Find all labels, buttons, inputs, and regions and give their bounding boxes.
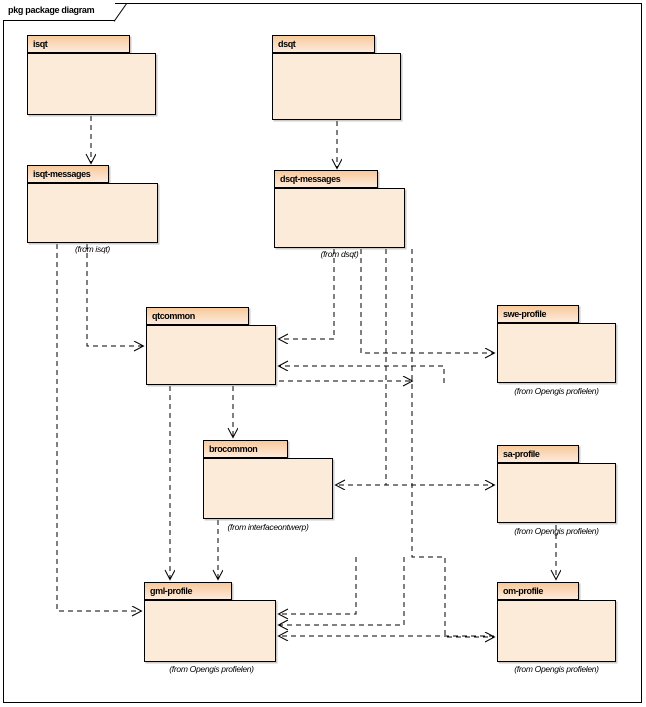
package-tab-isqt-messages[interactable]: isqt-messages: [27, 165, 109, 183]
package-tab-om-profile[interactable]: om-profile: [497, 582, 579, 600]
package-label-sa-profile: sa-profile: [503, 449, 540, 459]
package-body-om-profile[interactable]: [497, 600, 616, 662]
package-body-isqt[interactable]: [27, 53, 156, 115]
package-from-swe-profile: (from Opengis profielen): [514, 386, 599, 396]
package-body-qtcommon[interactable]: [146, 325, 276, 385]
package-label-qtcommon: qtcommon: [152, 311, 195, 321]
package-tab-qtcommon[interactable]: qtcommon: [146, 307, 249, 325]
package-from-sa-profile: (from Opengis profielen): [514, 526, 599, 536]
package-label-swe-profile: swe-profile: [503, 309, 547, 319]
tab-slant-icon: [114, 3, 128, 22]
diagram-frame-tab-slant: [114, 3, 128, 22]
package-label-om-profile: om-profile: [503, 586, 543, 596]
package-from-om-profile: (from Opengis profielen): [514, 664, 599, 674]
package-tab-dsqt[interactable]: dsqt: [272, 35, 375, 53]
diagram-frame-tab: [3, 3, 115, 21]
package-from-dsqt-messages: (from dsqt): [320, 249, 359, 259]
package-label-gml-profile: gml-profile: [150, 586, 193, 596]
package-label-isqt: isqt: [33, 39, 48, 49]
package-label-dsqt-messages: dsqt-messages: [280, 174, 341, 184]
package-body-brocommon[interactable]: [203, 458, 333, 519]
package-from-brocommon: (from interfaceontwerp): [227, 522, 309, 532]
package-body-swe-profile[interactable]: [497, 323, 616, 383]
package-tab-sa-profile[interactable]: sa-profile: [497, 445, 579, 463]
package-tab-gml-profile[interactable]: gml-profile: [144, 582, 232, 600]
diagram-title: pkg package diagram: [8, 5, 95, 15]
package-body-dsqt-messages[interactable]: [274, 188, 405, 248]
package-tab-isqt[interactable]: isqt: [27, 35, 130, 53]
package-label-dsqt: dsqt: [278, 39, 296, 49]
package-label-isqt-messages: isqt-messages: [33, 169, 91, 179]
package-body-isqt-messages[interactable]: [27, 183, 158, 243]
package-from-gml-profile: (from Opengis profielen): [169, 664, 254, 674]
package-from-isqt-messages: (from isqt): [75, 244, 110, 254]
package-body-gml-profile[interactable]: [144, 600, 276, 662]
package-label-brocommon: brocommon: [209, 444, 258, 454]
package-body-dsqt[interactable]: [272, 53, 401, 120]
package-tab-brocommon[interactable]: brocommon: [203, 440, 288, 458]
diagram-frame: [3, 3, 642, 703]
package-tab-dsqt-messages[interactable]: dsqt-messages: [274, 170, 378, 188]
package-tab-swe-profile[interactable]: swe-profile: [497, 305, 579, 323]
package-body-sa-profile[interactable]: [497, 463, 616, 523]
